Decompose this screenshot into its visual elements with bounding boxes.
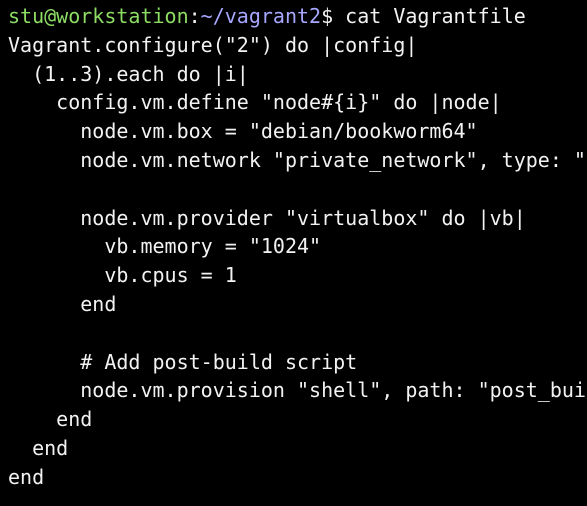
output-line: [8, 175, 586, 204]
output-line: config.vm.define "node#{i}" do |node|: [8, 90, 502, 115]
output-line: vb.cpus = 1: [8, 263, 237, 288]
prompt-line: stu@workstation:~/vagrant2$ cat Vagrantf…: [8, 2, 586, 31]
output-line: node.vm.box = "debian/bookworm64": [8, 119, 478, 144]
output-line: node.vm.provision "shell", path: "post_b…: [8, 378, 586, 403]
output-line: end: [8, 435, 69, 460]
prompt-separator: :: [188, 4, 201, 28]
output-line: # Add post-build script: [8, 349, 358, 374]
terminal-output: stu@workstation:~/vagrant2$ cat Vagrantf…: [8, 2, 586, 492]
prompt-path: ~/vagrant2: [200, 4, 322, 28]
output-line: end: [8, 291, 117, 316]
output-line: end: [8, 407, 93, 432]
output-line: node.vm.network "private_network", type:…: [8, 147, 586, 172]
prompt-user-host: stu@workstation: [8, 4, 189, 28]
output-line: vb.memory = "1024": [8, 234, 322, 259]
output-line: end: [8, 464, 45, 489]
output-line: (1..3).each do |i|: [8, 61, 249, 86]
prompt-symbol: $: [321, 4, 334, 28]
output-line: [8, 319, 586, 348]
prompt-command: cat Vagrantfile: [333, 4, 526, 28]
output-line: node.vm.provider "virtualbox" do |vb|: [8, 205, 526, 230]
output-line: Vagrant.configure("2") do |config|: [8, 32, 418, 57]
